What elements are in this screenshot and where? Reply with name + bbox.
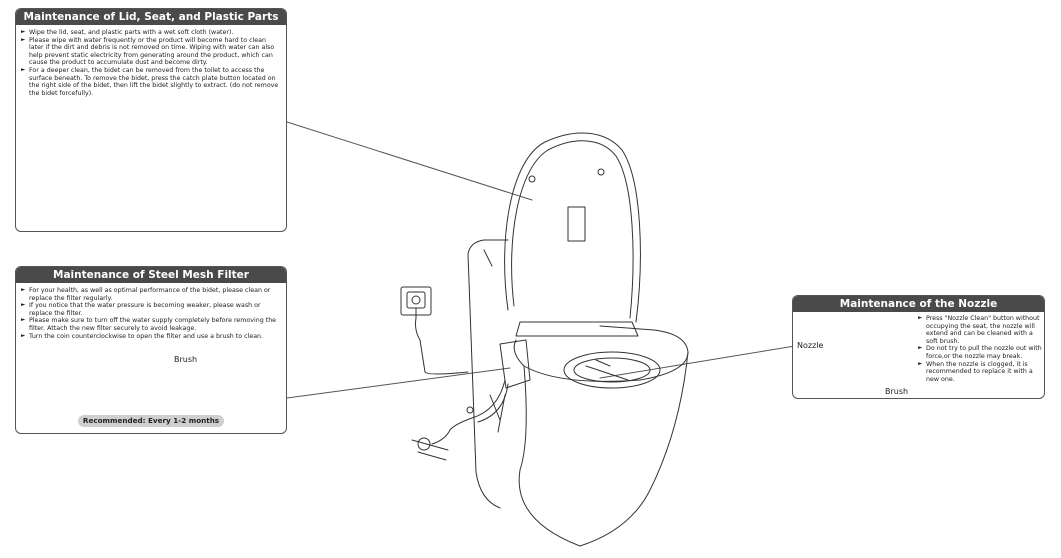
lid-panel-title: Maintenance of Lid, Seat, and Plastic Pa… — [16, 9, 286, 25]
toilet-bowl-illustration — [499, 325, 689, 547]
nozzle-label: Nozzle — [797, 341, 824, 350]
toilet-lid-illustration — [504, 132, 641, 337]
leader-line-lid — [286, 121, 533, 201]
filter-maintenance-panel: Maintenance of Steel Mesh Filter For you… — [15, 266, 287, 434]
nozzle-maintenance-panel: Maintenance of the Nozzle Press "Nozzle … — [792, 295, 1045, 399]
nozzle-brush-label: Brush — [885, 387, 909, 396]
nozzle-bullet-list: Press "Nozzle Clean" button without occu… — [918, 315, 1042, 383]
nozzle-panel-title: Maintenance of the Nozzle — [793, 296, 1044, 312]
lid-bullet-list: Wipe the lid, seat, and plastic parts wi… — [16, 25, 286, 97]
lid-bullet-1: Wipe the lid, seat, and plastic parts wi… — [21, 29, 280, 37]
toilet-tank-illustration — [467, 239, 509, 509]
nozzle-bullet-3: When the nozzle is clogged, it is recomm… — [918, 361, 1042, 384]
filter-bullet-4: Turn the coin counterclockwise to open t… — [21, 333, 280, 341]
lid-bullet-3: For a deeper clean, the bidet can be rem… — [21, 67, 280, 97]
filter-bullet-2: If you notice that the water pressure is… — [21, 302, 280, 317]
nozzle-bullet-2: Do not try to pull the nozzle out with f… — [918, 345, 1042, 360]
filter-bullet-1: For your health, as well as optimal perf… — [21, 287, 280, 302]
lid-maintenance-panel: Maintenance of Lid, Seat, and Plastic Pa… — [15, 8, 287, 232]
lid-bullet-2: Please wipe with water frequently or the… — [21, 37, 280, 67]
water-hose-illustration — [411, 379, 509, 461]
nozzle-bullet-1: Press "Nozzle Clean" button without occu… — [918, 315, 1042, 345]
filter-brush-label: Brush — [174, 355, 198, 364]
filter-panel-title: Maintenance of Steel Mesh Filter — [16, 267, 286, 283]
wall-outlet-illustration — [400, 286, 469, 375]
leader-line-filter — [286, 367, 511, 399]
leader-line-nozzle — [599, 345, 796, 379]
filter-bullet-3: Please make sure to turn off the water s… — [21, 317, 280, 332]
filter-recommendation-badge: Recommended: Every 1-2 months — [78, 415, 224, 427]
filter-bullet-list: For your health, as well as optimal perf… — [16, 283, 286, 340]
